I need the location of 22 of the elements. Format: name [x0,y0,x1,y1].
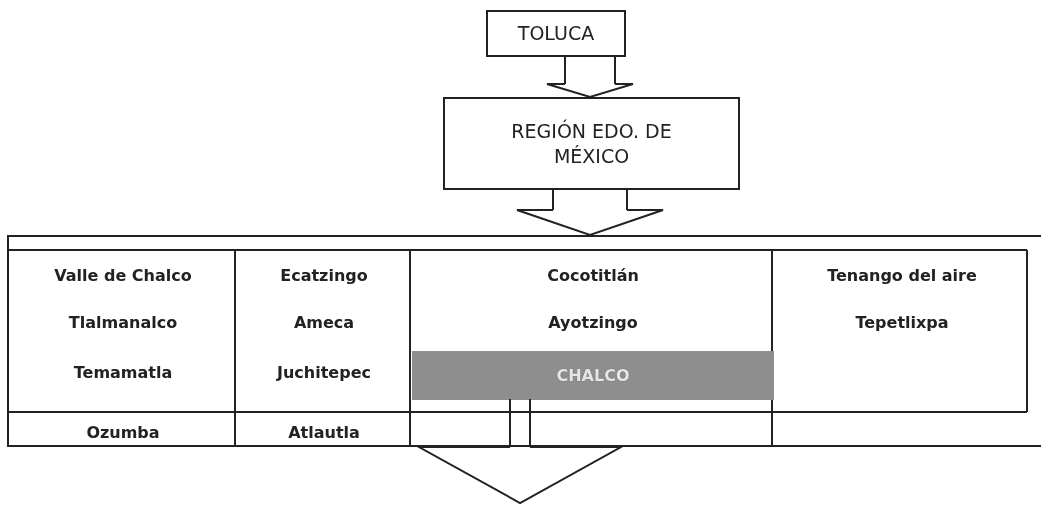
municipality-table [7,235,1041,447]
process-box [486,10,626,57]
block-arrow [546,55,634,98]
box-label: REGIÓN EDO. DE MÉXICO [510,118,673,169]
municipality-name: Valle de Chalco [54,265,192,285]
municipality-name: Ameca [293,312,355,332]
highlighted-cell [412,351,774,400]
municipality-name: Ayotzingo [548,312,638,332]
municipality-name: Cocotitlán [547,265,639,285]
highlighted-municipality: CHALCO [556,366,630,385]
municipality-name: Tenango del aire [827,265,977,285]
municipality-name: Tlalmanalco [68,312,178,332]
municipality-name: Ozumba [86,422,160,442]
block-arrow [418,398,622,504]
block-arrow [516,188,664,236]
municipality-name: Juchitepec [277,362,371,382]
municipality-name: Atlautla [288,422,360,442]
municipality-name: Temamatla [73,362,173,382]
municipality-name: Tepetlixpa [855,312,949,332]
box-label: TOLUCA [517,21,595,46]
process-box [443,97,740,190]
municipality-name: Ecatzingo [280,265,368,285]
